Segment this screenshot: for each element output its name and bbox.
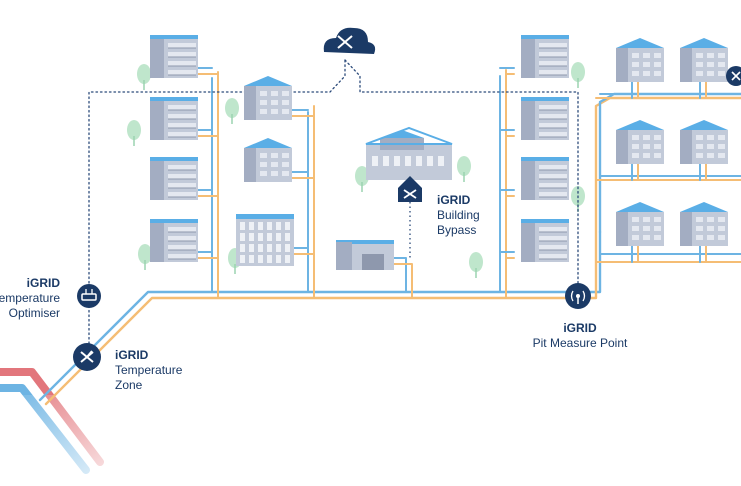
right-apartment-0 <box>521 35 569 78</box>
pit-measure-point-label: iGRID Pit Measure Point <box>530 321 630 351</box>
row-house-5 <box>680 202 728 246</box>
building-bypass-line-1: Building <box>437 208 480 222</box>
tree-7 <box>138 244 152 270</box>
router-icon <box>77 284 101 308</box>
control-lines-layer <box>88 59 579 351</box>
tree-2 <box>355 166 369 192</box>
nodes-layer <box>73 27 741 371</box>
warehouse-building <box>336 240 394 270</box>
row-house-3 <box>680 120 728 164</box>
temperature-optimiser-label: iGRID Temperature Optimiser <box>0 276 60 321</box>
tree-3 <box>457 156 471 182</box>
bypass-valve-icon <box>398 176 422 258</box>
temperature-optimiser-line-2: Optimiser <box>8 306 60 320</box>
row-house-2 <box>616 120 664 164</box>
tree-1 <box>225 98 239 124</box>
left-apartment-0 <box>150 35 198 78</box>
tree-6 <box>571 62 585 88</box>
temperature-zone-brand: iGRID <box>115 348 149 362</box>
row-house-1 <box>680 38 728 82</box>
row-house-4 <box>616 202 664 246</box>
temperature-zone-line-2: Zone <box>115 378 143 392</box>
wireless-sensor-icon <box>565 283 591 309</box>
control-right <box>344 59 579 291</box>
tree-5 <box>571 186 585 212</box>
pit-measure-point-brand: iGRID <box>563 321 597 335</box>
cloud-icon <box>323 27 376 54</box>
right-apartment-1 <box>521 97 569 140</box>
row-house-0 <box>616 38 664 82</box>
control-left <box>88 59 346 293</box>
valve-icon <box>73 343 101 371</box>
temperature-zone-label: iGRID Temperature Zone <box>115 348 182 393</box>
tree-9 <box>137 64 151 90</box>
temperature-zone-line-1: Temperature <box>115 363 183 377</box>
building-bypass-line-2: Bypass <box>437 223 477 237</box>
bypass-return <box>393 257 407 293</box>
temperature-optimiser-line-1: Temperature <box>0 291 60 305</box>
bypass-supply <box>393 263 413 299</box>
mid-house-0 <box>244 76 292 120</box>
office-building <box>236 214 294 266</box>
tree-0 <box>127 120 141 146</box>
building-bypass-label: iGRID Building Bypass <box>437 193 480 238</box>
mid-house-1 <box>244 138 292 182</box>
tree-4 <box>469 252 483 278</box>
right-apartment-2 <box>521 157 569 200</box>
building-bypass-brand: iGRID <box>437 193 471 207</box>
left-apartment-1 <box>150 97 198 140</box>
buildings-layer <box>150 35 728 270</box>
school-building <box>365 126 453 180</box>
left-apartment-2 <box>150 157 198 200</box>
right-apartment-3 <box>521 219 569 262</box>
mains-fade <box>0 395 140 486</box>
pit-measure-point-line-1: Pit Measure Point <box>532 336 628 350</box>
temperature-optimiser-brand: iGRID <box>26 276 60 290</box>
right-edge-valve-icon <box>726 66 741 86</box>
pipes-layer <box>0 67 741 486</box>
left-apartment-3 <box>150 219 198 262</box>
